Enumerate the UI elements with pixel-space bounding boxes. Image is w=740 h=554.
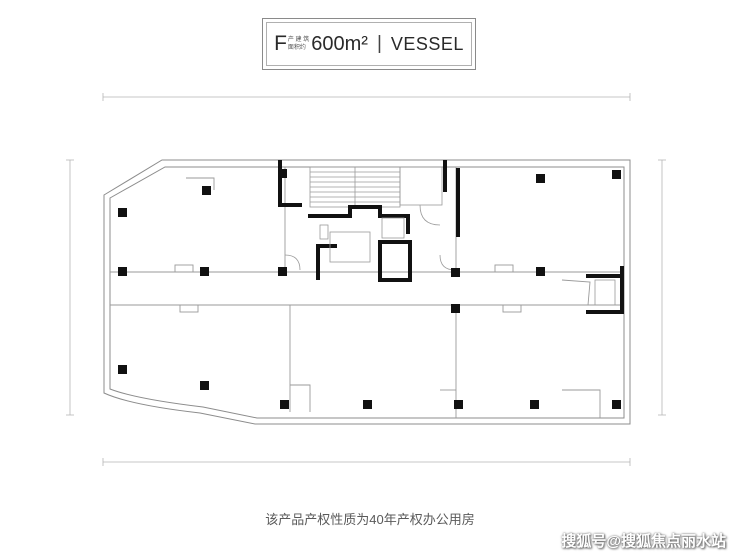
watermark-text: 搜狐号@搜狐焦点丽水站 xyxy=(561,533,726,550)
interior-partitions xyxy=(110,167,624,418)
core-walls xyxy=(278,160,624,314)
stair-core xyxy=(284,166,456,271)
dimension-lines xyxy=(66,93,666,466)
building-outline xyxy=(103,159,631,425)
structural-columns xyxy=(118,169,621,409)
footnote: 该产品产权性质为40年产权办公用房 xyxy=(265,512,475,527)
title-frame: F 产 建 筑 面积约 600m² | VESSEL xyxy=(262,18,476,70)
